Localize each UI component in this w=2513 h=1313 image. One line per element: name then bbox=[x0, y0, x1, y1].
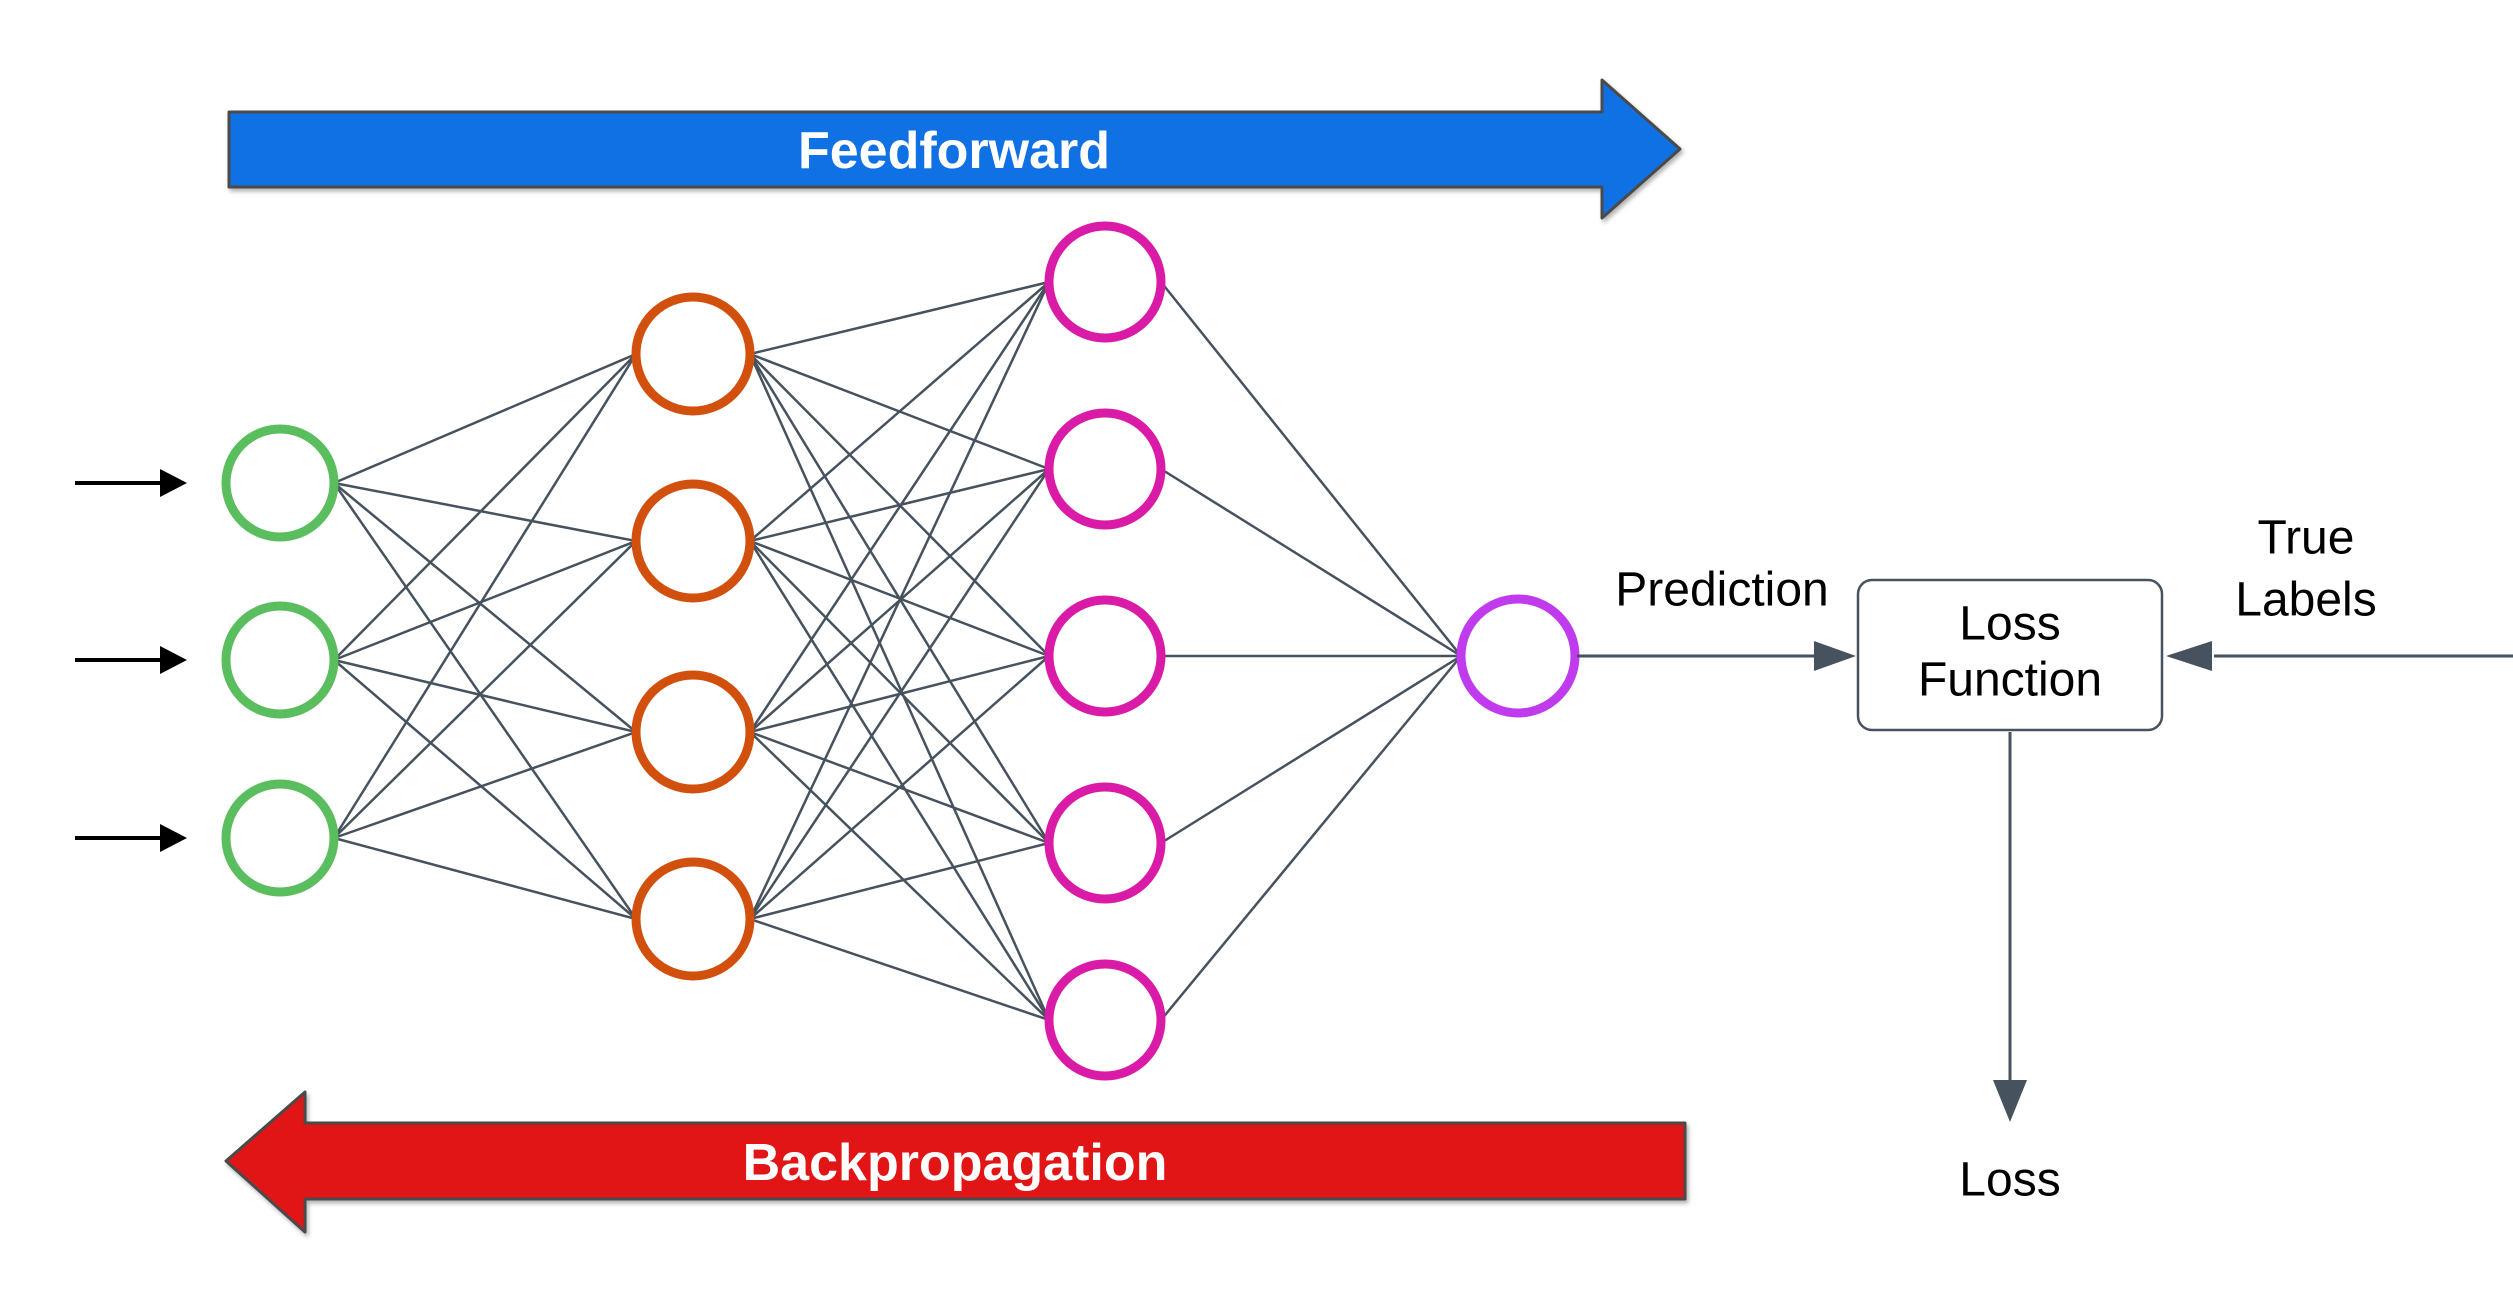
hidden-layer-2-node bbox=[1044, 782, 1166, 904]
backpropagation-arrow-shape bbox=[224, 1090, 1687, 1234]
loss-output-arrow: Loss bbox=[1959, 732, 2061, 1207]
input-arrowhead-icon bbox=[160, 469, 187, 497]
edge-input-layer-to-hidden-layer-1 bbox=[333, 353, 637, 661]
edge-input-layer-to-hidden-layer-1 bbox=[333, 539, 637, 662]
edge-input-layer-to-hidden-layer-1 bbox=[333, 658, 637, 734]
edge-input-layer-to-hidden-layer-1 bbox=[332, 353, 638, 839]
hidden-layer-2-node bbox=[1044, 595, 1166, 717]
edge-input-layer-to-hidden-layer-1 bbox=[333, 836, 637, 921]
loss-label: Loss bbox=[1959, 1154, 2060, 1207]
hidden-layer-1-node bbox=[631, 479, 755, 603]
edge-hidden-layer-2-to-output-layer bbox=[1160, 655, 1462, 1021]
loss-function-label-line1: Loss bbox=[1959, 598, 2060, 651]
prediction-arrowhead-icon bbox=[1814, 641, 1856, 671]
true-labels-label-line2: Labels bbox=[2235, 574, 2376, 627]
true-labels-arrowhead-icon bbox=[2166, 641, 2212, 671]
edge-input-layer-to-hidden-layer-1 bbox=[332, 482, 638, 920]
true-labels-arrow: True Labels bbox=[2166, 512, 2513, 671]
edge-hidden-layer-1-to-hidden-layer-2 bbox=[748, 281, 1051, 920]
output-layer-node bbox=[1456, 594, 1580, 718]
edge-input-layer-to-hidden-layer-1 bbox=[333, 352, 637, 485]
hidden-layer-1-node bbox=[631, 292, 755, 416]
edge-input-layer-to-hidden-layer-1 bbox=[333, 540, 637, 839]
edge-input-layer-to-hidden-layer-1 bbox=[333, 482, 637, 733]
prediction-label: Prediction bbox=[1615, 564, 1828, 617]
input-layer-node bbox=[221, 779, 339, 897]
feedforward-arrow-shape bbox=[227, 78, 1682, 220]
edge-hidden-layer-2-to-output-layer bbox=[1160, 281, 1462, 657]
backpropagation-banner: Backpropagation bbox=[224, 1090, 1687, 1234]
input-arrows-group bbox=[75, 469, 187, 852]
edge-hidden-layer-1-to-hidden-layer-2 bbox=[749, 281, 1050, 542]
edge-hidden-layer-1-to-hidden-layer-2 bbox=[748, 353, 1051, 1021]
edge-hidden-layer-1-to-hidden-layer-2 bbox=[748, 468, 1051, 920]
loss-function-box: Loss Function bbox=[1856, 578, 2164, 732]
edges-group bbox=[332, 280, 1462, 1022]
loss-function-rect bbox=[1856, 578, 2164, 732]
feedforward-label: Feedforward bbox=[798, 122, 1110, 180]
loss-arrowhead-icon bbox=[1993, 1080, 2027, 1122]
edge-hidden-layer-1-to-hidden-layer-2 bbox=[748, 540, 1051, 1021]
backpropagation-label: Backpropagation bbox=[743, 1134, 1168, 1192]
edge-hidden-layer-1-to-hidden-layer-2 bbox=[748, 281, 1051, 733]
edge-input-layer-to-hidden-layer-1 bbox=[333, 730, 637, 840]
edge-hidden-layer-2-to-output-layer bbox=[1160, 654, 1462, 845]
edge-input-layer-to-hidden-layer-1 bbox=[333, 659, 637, 920]
edge-hidden-layer-1-to-hidden-layer-2 bbox=[749, 280, 1050, 356]
feedforward-banner: Feedforward bbox=[227, 78, 1682, 220]
hidden-layer-1-node bbox=[631, 857, 755, 981]
edge-input-layer-to-hidden-layer-1 bbox=[333, 481, 637, 543]
edge-hidden-layer-1-to-hidden-layer-2 bbox=[749, 655, 1050, 920]
prediction-arrow: Prediction bbox=[1577, 564, 1856, 671]
edge-hidden-layer-1-to-hidden-layer-2 bbox=[749, 841, 1050, 921]
edge-hidden-layer-2-to-output-layer bbox=[1160, 467, 1462, 658]
hidden-layer-1-node bbox=[631, 670, 755, 794]
true-labels-label-line1: True bbox=[2258, 512, 2355, 565]
loss-function-label-line2: Function bbox=[1918, 654, 2102, 707]
nodes-group bbox=[221, 221, 1580, 1081]
edge-hidden-layer-1-to-hidden-layer-2 bbox=[749, 731, 1050, 1021]
hidden-layer-2-node bbox=[1044, 959, 1166, 1081]
input-arrowhead-icon bbox=[160, 824, 187, 852]
hidden-layer-2-node bbox=[1044, 221, 1166, 343]
hidden-layer-2-node bbox=[1044, 408, 1166, 530]
input-layer-node bbox=[221, 424, 339, 542]
edge-hidden-layer-1-to-hidden-layer-2 bbox=[749, 917, 1050, 1022]
input-layer-node bbox=[221, 601, 339, 719]
input-arrowhead-icon bbox=[160, 646, 187, 674]
